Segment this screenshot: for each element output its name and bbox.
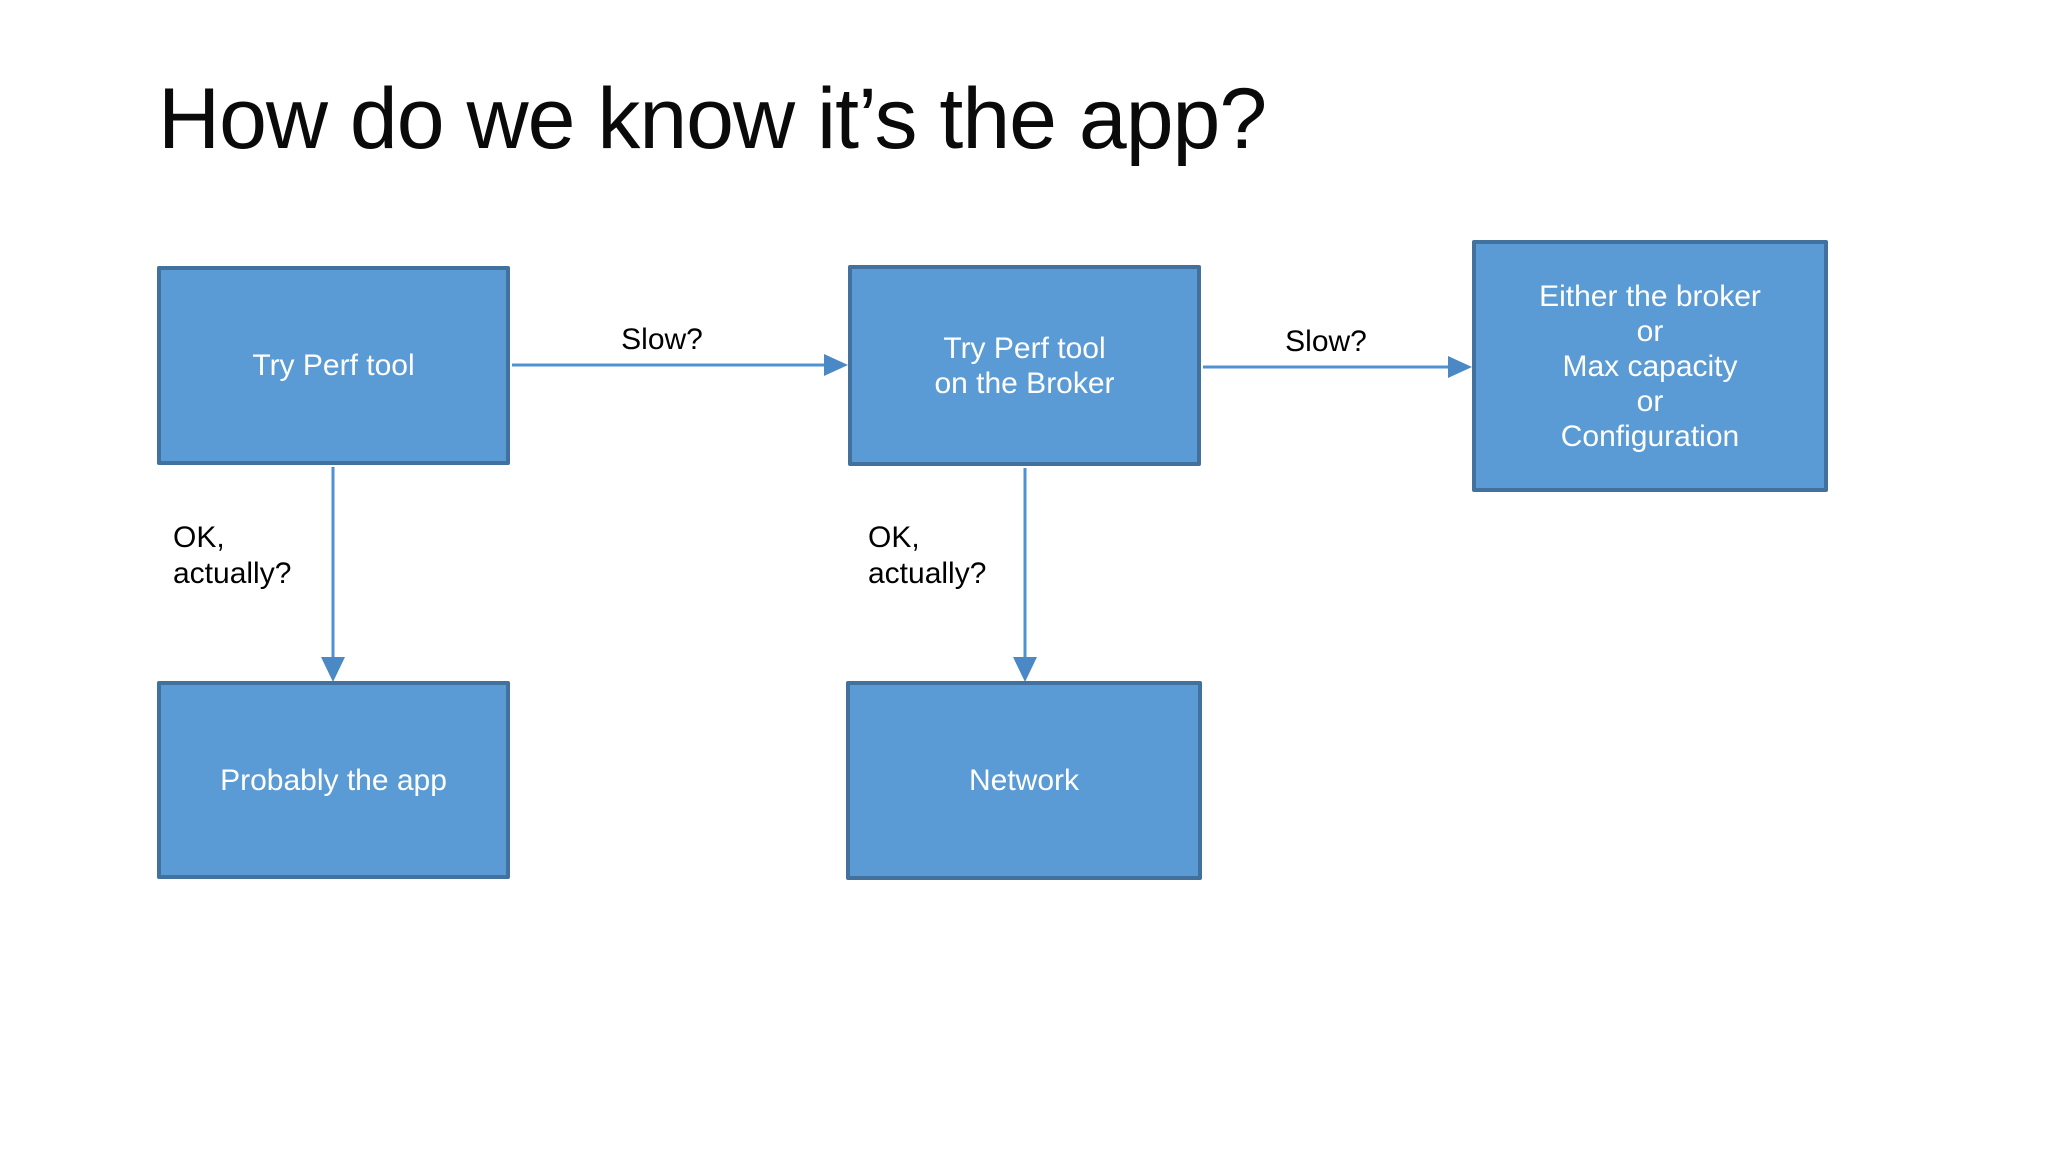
edge-label-ok-actually-2: OK, actually? xyxy=(868,521,987,590)
edge-label-ok-actually-1: OK, actually? xyxy=(173,521,292,590)
node-label-probably-the-app: Probably the app xyxy=(220,763,447,797)
node-label-network: Network xyxy=(968,764,1080,797)
node-label-either-broker-max-capacity-config: Either the broker or Max capacity or Con… xyxy=(1539,279,1761,453)
node-label-try-perf-tool: Try Perf tool xyxy=(252,349,415,382)
node-either-broker-max-capacity-config: Either the broker or Max capacity or Con… xyxy=(1472,240,1828,492)
node-network: Network xyxy=(846,681,1202,880)
node-try-perf-tool: Try Perf tool xyxy=(157,266,510,465)
edge-label-slow-2: Slow? xyxy=(1285,325,1367,358)
node-label-try-perf-tool-on-broker: Try Perf tool on the Broker xyxy=(934,331,1115,400)
slide-title: How do we know it’s the app? xyxy=(158,71,1267,167)
node-probably-the-app: Probably the app xyxy=(157,681,510,879)
arrow-down-ok-2 xyxy=(1013,468,1037,682)
arrow-right-slow-2 xyxy=(1203,356,1472,378)
arrow-right-slow-1 xyxy=(512,354,848,376)
arrow-down-ok-1 xyxy=(321,467,345,682)
node-try-perf-tool-on-broker: Try Perf tool on the Broker xyxy=(848,265,1201,466)
edge-label-slow-1: Slow? xyxy=(621,323,703,356)
